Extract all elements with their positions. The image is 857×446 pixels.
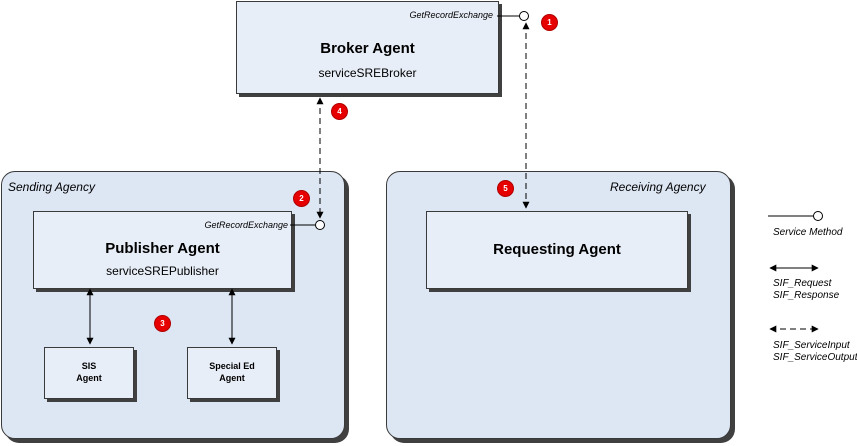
publisher-agent-service: serviceSREPublisher bbox=[106, 264, 219, 278]
step-badge-2: 2 bbox=[293, 190, 310, 207]
legend-response-label: SIF_Response bbox=[773, 290, 840, 301]
sis-agent-line1: SIS bbox=[81, 361, 97, 371]
broker-agent-box[interactable]: GetRecordExchange Broker Agent serviceSR… bbox=[236, 1, 499, 94]
step-badge-3: 3 bbox=[154, 315, 171, 332]
publisher-agent-box[interactable]: GetRecordExchange Publisher Agent servic… bbox=[33, 211, 292, 289]
sis-agent-box[interactable]: SIS Agent bbox=[44, 347, 134, 399]
step-badge-4: 4 bbox=[331, 103, 348, 120]
legend-service-method-icon bbox=[813, 211, 823, 221]
legend-service-method-label: Service Method bbox=[773, 227, 843, 238]
special-ed-agent-line2: Agent bbox=[219, 373, 245, 383]
broker-agent-service: serviceSREBroker bbox=[318, 66, 417, 80]
publisher-agent-title: Publisher Agent bbox=[105, 240, 220, 257]
special-ed-agent-line1: Special Ed bbox=[209, 361, 255, 371]
legend-request-label: SIF_Request bbox=[773, 278, 832, 289]
special-ed-agent-box[interactable]: Special Ed Agent bbox=[187, 347, 277, 399]
step-badge-5: 5 bbox=[497, 180, 514, 197]
legend-service-output-label: SIF_ServiceOutput bbox=[773, 352, 857, 363]
receiving-agency-label: Receiving Agency bbox=[610, 180, 706, 194]
publisher-service-method-icon bbox=[315, 220, 325, 230]
requesting-agent-box[interactable]: Requesting Agent bbox=[426, 211, 688, 289]
publisher-method-label: GetRecordExchange bbox=[204, 220, 288, 230]
requesting-agent-title: Requesting Agent bbox=[493, 241, 621, 258]
sending-agency-label: Sending Agency bbox=[8, 180, 95, 194]
broker-service-method-icon bbox=[519, 11, 529, 21]
step-badge-1: 1 bbox=[541, 14, 558, 31]
broker-method-label: GetRecordExchange bbox=[409, 10, 493, 20]
broker-agent-title: Broker Agent bbox=[320, 40, 415, 57]
sis-agent-line2: Agent bbox=[76, 373, 102, 383]
legend-service-input-label: SIF_ServiceInput bbox=[773, 340, 850, 351]
